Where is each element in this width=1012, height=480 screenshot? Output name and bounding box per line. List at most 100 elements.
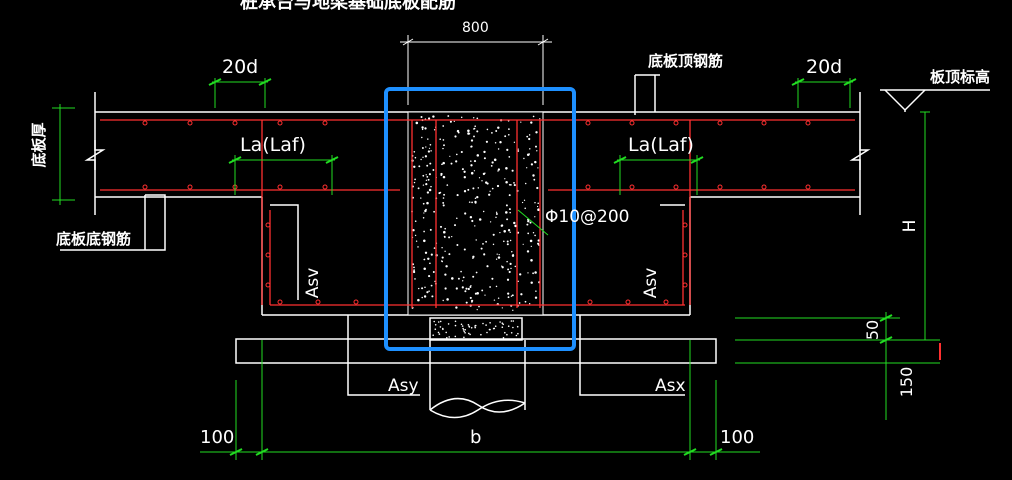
concrete-dot: [500, 224, 503, 227]
concrete-dot: [446, 337, 448, 339]
concrete-dot: [523, 157, 525, 160]
concrete-dot: [415, 240, 418, 242]
concrete-dot: [526, 250, 530, 253]
concrete-dot: [438, 333, 441, 335]
dimension-ticks: [208, 78, 893, 456]
concrete-dot: [537, 167, 539, 169]
concrete-dot: [421, 128, 424, 131]
concrete-dot: [433, 210, 435, 213]
concrete-dot: [467, 287, 470, 291]
concrete-dot: [510, 184, 512, 186]
concrete-dot: [424, 127, 427, 130]
concrete-dot: [533, 178, 536, 181]
concrete-dot: [441, 163, 443, 166]
concrete-dot: [460, 323, 463, 326]
concrete-dot: [447, 323, 450, 325]
concrete-dot: [504, 178, 506, 180]
concrete-dot: [474, 197, 477, 199]
concrete-dot: [476, 154, 480, 157]
concrete-dot: [489, 190, 491, 192]
concrete-dot: [442, 139, 445, 141]
concrete-dot: [529, 239, 533, 243]
concrete-dot: [507, 133, 510, 136]
concrete-dot: [526, 135, 529, 138]
concrete-dot: [492, 243, 495, 246]
concrete-dot: [494, 141, 497, 144]
asx-label: Asx: [655, 376, 686, 396]
concrete-dot: [444, 287, 447, 290]
concrete-dot: [456, 244, 459, 246]
concrete-dot: [536, 150, 538, 152]
concrete-dot: [475, 271, 478, 274]
concrete-dot: [530, 259, 533, 262]
concrete-dot: [413, 150, 416, 153]
concrete-dot: [505, 167, 508, 170]
concrete-dot: [511, 254, 515, 258]
concrete-dot: [528, 153, 530, 155]
concrete-dot: [526, 167, 528, 169]
concrete-dot: [474, 225, 476, 227]
drawing-title: 桩承台与地梁基础底板配筋: [240, 0, 456, 13]
concrete-dot: [536, 205, 539, 208]
concrete-dot: [418, 165, 421, 168]
concrete-dot: [462, 276, 465, 279]
dim-h: H: [900, 220, 920, 233]
concrete-dot: [455, 306, 458, 309]
concrete-dot: [490, 164, 493, 167]
concrete-dot: [498, 253, 500, 256]
concrete-dot: [440, 174, 443, 176]
concrete-dot: [450, 162, 453, 165]
concrete-dot: [468, 201, 471, 203]
dimension-lines: [52, 78, 940, 460]
concrete-dot: [496, 184, 500, 188]
concrete-dot: [509, 239, 512, 242]
concrete-dot: [442, 125, 445, 127]
concrete-dot: [457, 277, 460, 280]
concrete-dot: [508, 194, 511, 197]
concrete-dot: [482, 210, 485, 213]
rebar-section: [629, 120, 635, 126]
concrete-dot: [461, 168, 464, 171]
rebar: [100, 119, 855, 308]
concrete-dot: [418, 287, 420, 290]
concrete-dot: [495, 213, 498, 215]
rebar-section: [587, 299, 593, 305]
concrete-dot: [473, 170, 476, 172]
rebar-sections: [142, 120, 811, 305]
concrete-dot: [432, 115, 435, 118]
concrete-dot: [517, 150, 520, 152]
concrete-dot: [501, 322, 504, 325]
rebar-section: [277, 120, 283, 126]
concrete-dot: [483, 150, 486, 154]
concrete-dot: [467, 132, 470, 135]
concrete-dot: [489, 322, 491, 324]
concrete-dot: [448, 336, 451, 338]
concrete-dot: [527, 220, 530, 223]
concrete-dot: [430, 185, 432, 188]
dim-100-left: 100: [200, 427, 234, 448]
rebar-section: [585, 120, 591, 126]
dim-b: b: [470, 427, 481, 448]
concrete-dot: [412, 270, 416, 274]
concrete-dot: [503, 240, 505, 243]
concrete-dot: [427, 117, 431, 120]
concrete-dot: [449, 120, 452, 123]
concrete-dot: [470, 285, 472, 287]
concrete-dot: [495, 285, 498, 288]
slab-top-elev-label: 板顶标高: [930, 68, 990, 86]
concrete-dot: [427, 178, 430, 181]
concrete-dot: [442, 204, 445, 207]
concrete-dot: [425, 183, 428, 186]
dim-100-right: 100: [720, 427, 754, 448]
concrete-dot: [506, 218, 509, 221]
concrete-dot: [420, 197, 422, 199]
concrete-dot: [511, 251, 513, 253]
rebar-section: [625, 299, 631, 305]
concrete-dot: [422, 202, 425, 205]
highlight-box: [384, 87, 576, 351]
concrete-dot: [429, 262, 431, 265]
slab-outline: [60, 74, 990, 419]
concrete-dot: [523, 199, 526, 201]
concrete-dot: [530, 163, 534, 166]
concrete-dot: [460, 116, 463, 119]
